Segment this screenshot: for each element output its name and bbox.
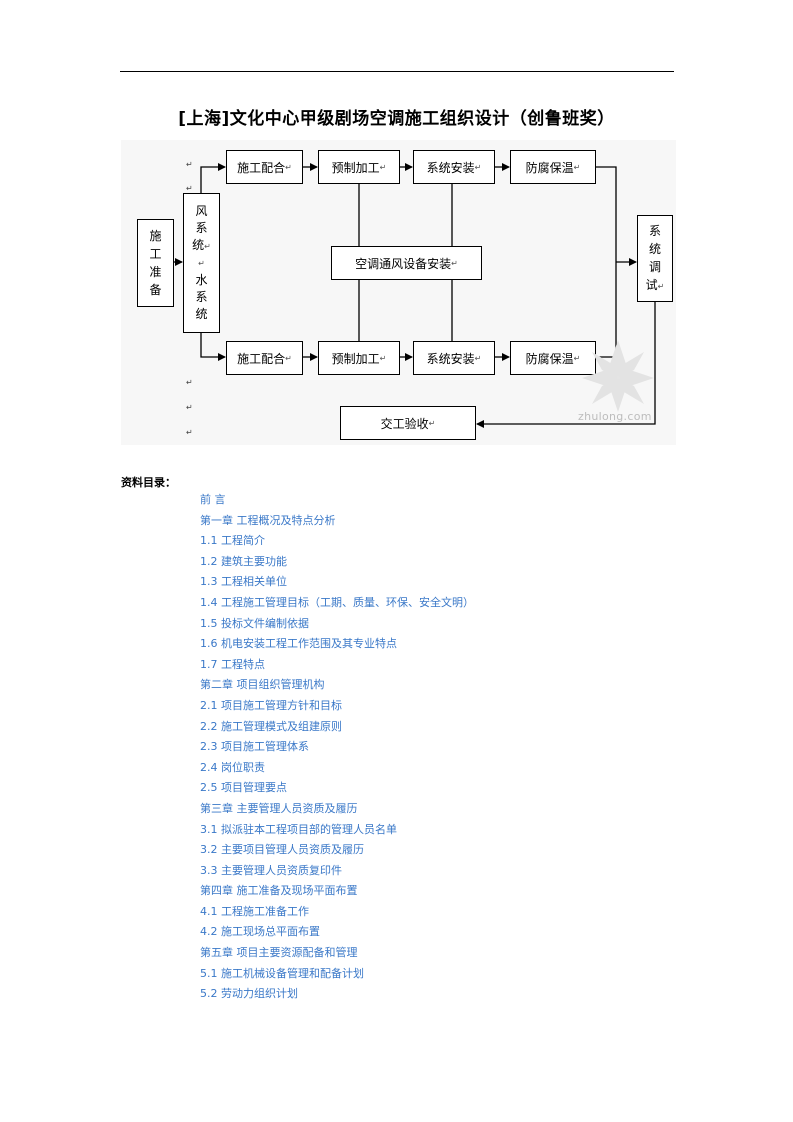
toc-item[interactable]: 第一章 工程概况及特点分析 — [200, 513, 336, 527]
paragraph-mark: ↵ — [474, 162, 482, 172]
paragraph-mark: ↵ — [428, 418, 436, 428]
water-system-char: 统 — [195, 307, 208, 321]
top-construction-coop-box: 施工配合↵ — [226, 150, 303, 184]
header-rule — [120, 71, 674, 72]
box-label: 系统安装 — [426, 351, 475, 366]
toc-item[interactable]: 2.4 岗位职责 — [200, 760, 265, 774]
paragraph-mark: ↵ — [573, 353, 581, 363]
construction-prep-box: 施 工 准 备 — [137, 219, 174, 307]
top-prefabrication-box: 预制加工↵ — [318, 150, 400, 184]
toc-item[interactable]: 2.1 项目施工管理方针和目标 — [200, 698, 342, 712]
completion-acceptance-box: 交工验收↵ — [340, 406, 476, 440]
paragraph-mark: ↵ — [379, 353, 387, 363]
toc-item[interactable]: 1.7 工程特点 — [200, 657, 265, 671]
toc-list: 前 言 第一章 工程概况及特点分析 1.1 工程简介 1.2 建筑主要功能 1.… — [200, 490, 474, 1005]
toc-item[interactable]: 1.5 投标文件编制依据 — [200, 616, 309, 630]
paragraph-mark: ↵ — [186, 378, 193, 387]
box-label: 交工验收 — [380, 416, 429, 431]
toc-item[interactable]: 4.1 工程施工准备工作 — [200, 904, 309, 918]
toc-item[interactable]: 2.5 项目管理要点 — [200, 781, 287, 795]
box-label: 预制加工 — [331, 160, 380, 175]
toc-item[interactable]: 1.6 机电安装工程工作范围及其专业特点 — [200, 637, 397, 651]
bottom-system-install-box: 系统安装↵ — [413, 341, 495, 375]
air-system-char: 风 — [195, 204, 208, 218]
toc-item[interactable]: 1.1 工程简介 — [200, 534, 265, 548]
water-system-char: 系 — [195, 290, 208, 304]
toc-item[interactable]: 5.2 劳动力组织计划 — [200, 987, 298, 1001]
paragraph-mark: ↵ — [186, 184, 193, 193]
paragraph-mark: ↵ — [474, 353, 482, 363]
toc-item[interactable]: 5.1 施工机械设备管理和配备计划 — [200, 966, 364, 980]
paragraph-mark: ↵ — [285, 162, 292, 172]
system-debugging-char: 系 — [648, 223, 661, 238]
bottom-anticorrosion-box: 防腐保温↵ — [510, 341, 596, 375]
paragraph-mark: ↵ — [186, 428, 193, 437]
hvac-equipment-install-box: 空调通风设备安装↵ — [331, 246, 482, 280]
box-label: 预制加工 — [331, 351, 380, 366]
paragraph-mark: ↵ — [198, 259, 205, 268]
construction-prep-char: 施 — [149, 229, 162, 243]
box-label: 施工配合 — [237, 351, 286, 366]
construction-prep-char: 工 — [149, 247, 162, 261]
box-label: 系统安装 — [426, 160, 475, 175]
construction-prep-char: 准 — [149, 265, 162, 279]
construction-prep-char: 备 — [149, 283, 162, 297]
toc-heading: 资料目录： — [121, 476, 176, 489]
paragraph-mark: ↵ — [285, 353, 292, 363]
air-system-char: 系 — [195, 221, 208, 235]
bottom-construction-coop-box: 施工配合↵ — [226, 341, 303, 375]
system-debugging-char: 统 — [648, 241, 661, 256]
toc-item[interactable]: 3.2 主要项目管理人员资质及履历 — [200, 843, 364, 857]
box-label: 防腐保温 — [525, 351, 574, 366]
paragraph-mark: ↵ — [379, 162, 387, 172]
paragraph-mark: ↵ — [186, 160, 193, 169]
bottom-prefabrication-box: 预制加工↵ — [318, 341, 400, 375]
document-title: [上海]文化中心甲级剧场空调施工组织设计（创鲁班奖） — [178, 109, 615, 129]
paragraph-mark: ↵ — [186, 403, 193, 412]
system-debugging-box: 系 统 调 试↵ — [637, 215, 673, 302]
toc-item[interactable]: 第五章 项目主要资源配备和管理 — [200, 946, 358, 960]
toc-item[interactable]: 第二章 项目组织管理机构 — [200, 678, 325, 692]
air-system-char: 统↵ — [192, 238, 211, 252]
air-water-system-box: 风 系 统↵ ↵ 水 系 统 — [183, 193, 220, 333]
top-anticorrosion-box: 防腐保温↵ — [510, 150, 596, 184]
box-label: 防腐保温 — [525, 160, 574, 175]
toc-item[interactable]: 第四章 施工准备及现场平面布置 — [200, 884, 358, 898]
box-label: 空调通风设备安装 — [355, 256, 452, 271]
top-system-install-box: 系统安装↵ — [413, 150, 495, 184]
toc-item[interactable]: 3.1 拟派驻本工程项目部的管理人员名单 — [200, 822, 397, 836]
toc-item[interactable]: 4.2 施工现场总平面布置 — [200, 925, 320, 939]
system-debugging-char: 调 — [648, 259, 661, 274]
toc-item[interactable]: 1.2 建筑主要功能 — [200, 554, 287, 568]
paragraph-mark: ↵ — [573, 162, 581, 172]
toc-item[interactable]: 第三章 主要管理人员资质及履历 — [200, 801, 358, 815]
toc-item[interactable]: 1.4 工程施工管理目标（工期、质量、环保、安全文明） — [200, 595, 474, 609]
toc-item[interactable]: 1.3 工程相关单位 — [200, 575, 287, 589]
zhulong-watermark-icon — [582, 340, 654, 412]
system-debugging-char: 试↵ — [645, 277, 665, 292]
toc-item[interactable]: 2.2 施工管理模式及组建原则 — [200, 719, 342, 733]
toc-item[interactable]: 前 言 — [200, 493, 226, 506]
box-label: 施工配合 — [237, 160, 286, 175]
paragraph-mark: ↵ — [451, 258, 458, 268]
toc-item[interactable]: 2.3 项目施工管理体系 — [200, 740, 309, 754]
watermark-text: zhulong.com — [578, 410, 652, 423]
toc-item[interactable]: 3.3 主要管理人员资质复印件 — [200, 863, 342, 877]
water-system-char: 水 — [195, 273, 208, 287]
